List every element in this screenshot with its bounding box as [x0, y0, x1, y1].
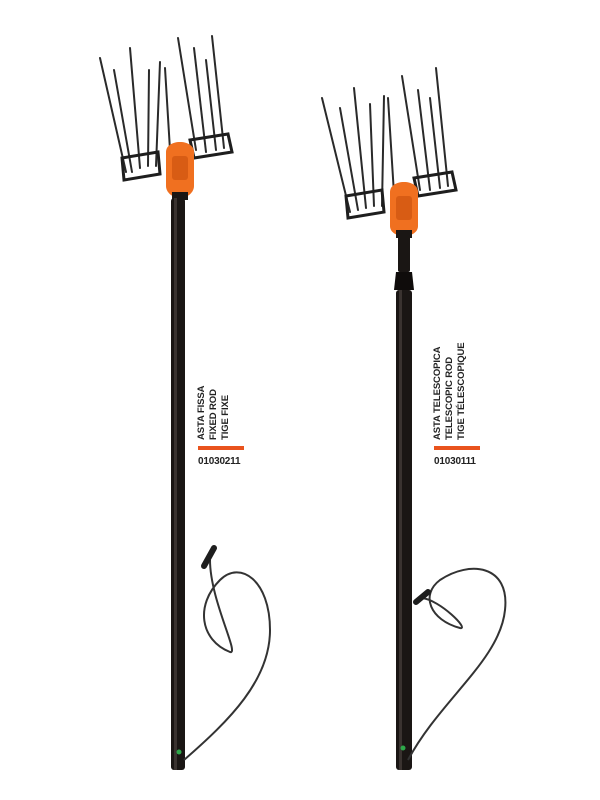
telescopic-rod-led-indicator: [400, 745, 406, 751]
telescopic-rod-label-block: ASTA TELESCOPICA TELESCOPIC ROD TIGE TÉL…: [432, 342, 512, 440]
label-french: TIGE FIXE: [220, 394, 231, 440]
label-italian: ASTA TELESCOPICA: [432, 346, 443, 440]
telescopic-rod-upper-shaft: [398, 236, 410, 272]
telescopic-rod-product-code: 01030111: [434, 456, 476, 467]
fixed-rod-product-code: 01030211: [198, 456, 241, 467]
telescopic-rod-tines: [321, 67, 449, 213]
label-french: TIGE TÉLESCOPIQUE: [456, 342, 467, 440]
telescopic-rod-accent-bar: [434, 446, 480, 450]
label-english: TELESCOPIC ROD: [444, 356, 455, 440]
fixed-rod-led-indicator: [176, 749, 182, 755]
fixed-rod-label-block: ASTA FISSA FIXED ROD TIGE FIXE: [196, 360, 276, 440]
fixed-rod-accent-bar: [198, 446, 244, 450]
fixed-rod-shaker: [99, 35, 272, 770]
telescopic-rod-cable: [407, 567, 507, 761]
telescopic-rod-head: [390, 182, 418, 238]
label-italian: ASTA FISSA: [196, 385, 207, 440]
telescopic-rod-shaft: [396, 290, 412, 770]
fixed-rod-head: [166, 142, 194, 200]
fixed-rod-shaft: [171, 198, 185, 770]
label-english: FIXED ROD: [208, 389, 219, 440]
fixed-rod-cable: [183, 559, 272, 761]
fixed-rod-tines: [99, 35, 225, 173]
telescopic-rod-shaker: [321, 67, 507, 770]
